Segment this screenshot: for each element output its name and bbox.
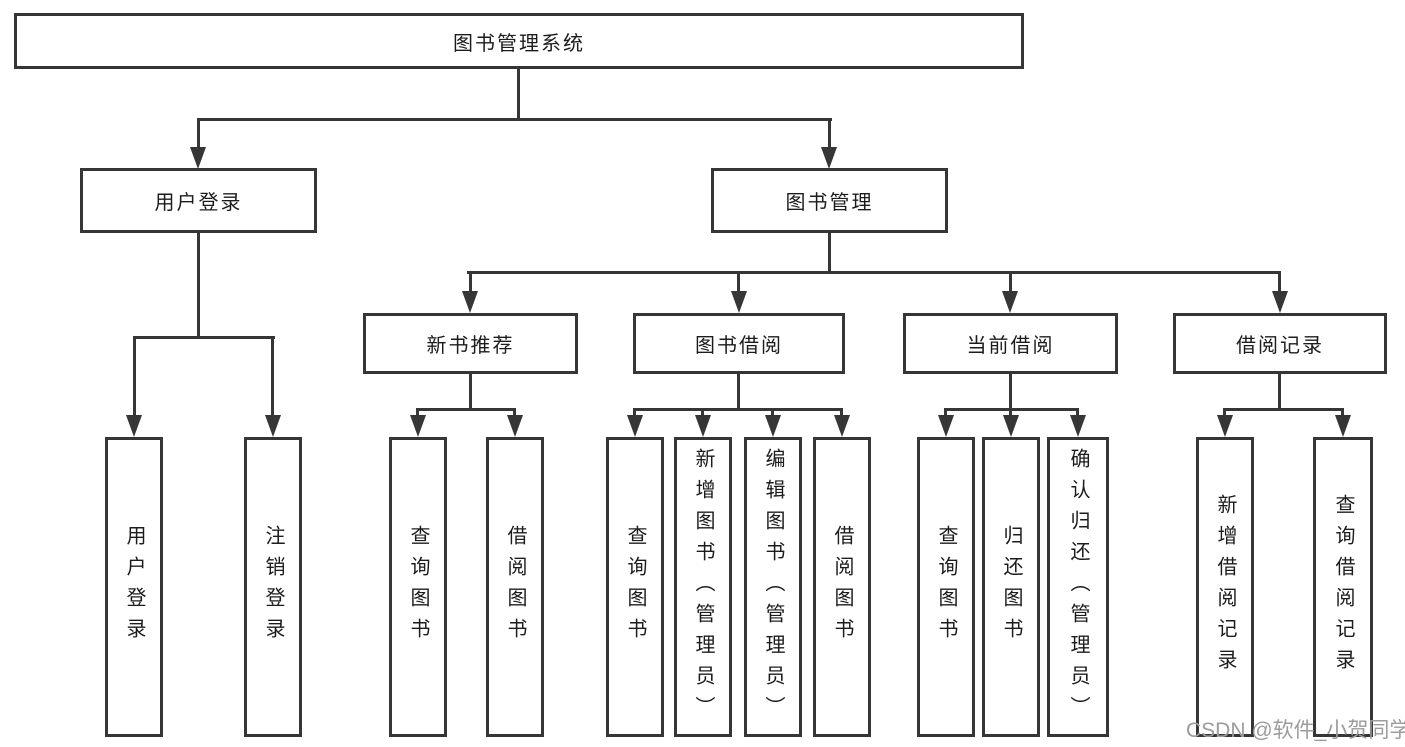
arrowhead-down-icon <box>126 415 142 437</box>
node-label: 用户登录 <box>123 525 145 649</box>
node-label: 借阅图书 <box>831 525 853 649</box>
connector-line <box>944 408 947 418</box>
arrowhead-down-icon <box>1335 415 1351 437</box>
connector-line <box>828 233 831 271</box>
node-label: 编辑图书（管理员） <box>762 447 784 727</box>
node-label: 借阅图书 <box>504 525 526 649</box>
arrowhead-down-icon <box>695 415 711 437</box>
arrowhead-down-icon <box>731 291 747 313</box>
arrowhead-down-icon <box>462 291 478 313</box>
node-label: 注销登录 <box>262 525 284 649</box>
csdn-watermark: CSDN @软件_小贺同学 <box>1186 719 1405 742</box>
connector-line <box>633 408 636 418</box>
arrowhead-down-icon <box>190 147 206 169</box>
arrowhead-down-icon <box>821 147 837 169</box>
connector-line <box>840 408 843 418</box>
connector-line <box>1341 408 1344 418</box>
arrowhead-down-icon <box>507 415 523 437</box>
arrowhead-down-icon <box>410 415 426 437</box>
node-leaf-query-books-current: 查询图书 <box>917 437 975 737</box>
node-label: 新增借阅记录 <box>1214 494 1236 680</box>
node-leaf-add-borrow-record: 新增借阅记录 <box>1196 437 1254 737</box>
arrowhead-down-icon <box>1217 415 1233 437</box>
node-borrowing-records: 借阅记录 <box>1173 313 1387 374</box>
node-label: 图书管理 <box>785 192 874 214</box>
node-label: 查询图书 <box>935 525 957 649</box>
connector-line <box>469 374 472 408</box>
node-label: 借阅记录 <box>1236 335 1324 357</box>
node-label: 图书借阅 <box>695 335 783 357</box>
node-leaf-borrow-books: 借阅图书 <box>813 437 871 737</box>
connector-line <box>633 408 843 411</box>
connector-line <box>1278 374 1281 408</box>
arrowhead-down-icon <box>1003 415 1019 437</box>
node-label: 查询借阅记录 <box>1332 494 1354 680</box>
connector-line <box>513 408 516 418</box>
arrowhead-down-icon <box>1070 415 1086 437</box>
connector-line <box>197 233 200 336</box>
node-leaf-logout: 注销登录 <box>244 437 302 737</box>
connector-line <box>701 408 704 418</box>
arrowhead-down-icon <box>1272 291 1288 313</box>
node-label: 新书推荐 <box>426 335 515 357</box>
arrowhead-down-icon <box>834 415 850 437</box>
arrowhead-down-icon <box>1002 291 1018 313</box>
connector-line <box>416 408 516 411</box>
node-leaf-confirm-return-admin: 确认归还（管理员） <box>1047 437 1109 737</box>
connector-line <box>133 336 136 417</box>
node-library-management-system: 图书管理系统 <box>14 13 1024 69</box>
connector-line <box>1076 408 1079 418</box>
connector-line <box>1009 408 1012 418</box>
arrowhead-down-icon <box>627 415 643 437</box>
node-new-book-recommendation: 新书推荐 <box>363 313 578 374</box>
connector-line <box>1223 408 1226 418</box>
arrowhead-down-icon <box>265 415 281 437</box>
connector-line <box>1009 374 1012 408</box>
node-label: 新增图书（管理员） <box>692 447 714 727</box>
connector-line <box>737 271 740 295</box>
node-label: 查询图书 <box>624 525 646 649</box>
node-label: 确认归还（管理员） <box>1067 447 1089 727</box>
node-book-management: 图书管理 <box>711 168 948 233</box>
node-label: 用户登录 <box>154 192 243 214</box>
connector-line <box>1223 408 1344 411</box>
connector-line <box>1278 271 1281 295</box>
connector-line <box>828 118 831 150</box>
connector-line <box>197 118 832 121</box>
connector-line <box>737 374 740 408</box>
arrowhead-down-icon <box>765 415 781 437</box>
connector-line <box>469 271 472 295</box>
node-label: 归还图书 <box>1000 525 1022 649</box>
node-leaf-query-books-borrow: 查询图书 <box>606 437 664 737</box>
connector-line <box>416 408 419 418</box>
node-user-login: 用户登录 <box>80 168 317 233</box>
node-leaf-edit-books-admin: 编辑图书（管理员） <box>744 437 802 737</box>
node-label: 查询图书 <box>407 525 429 649</box>
connector-line <box>771 408 774 418</box>
node-current-borrowing: 当前借阅 <box>903 313 1118 374</box>
node-leaf-borrow-books-recommend: 借阅图书 <box>486 437 544 737</box>
node-label: 图书管理系统 <box>453 32 585 55</box>
connector-line <box>517 69 520 118</box>
connector-line <box>133 336 275 339</box>
connector-line <box>467 271 1280 274</box>
connector-line <box>1009 271 1012 295</box>
node-book-borrowing: 图书借阅 <box>633 313 845 374</box>
node-leaf-add-books-admin: 新增图书（管理员） <box>674 437 732 737</box>
connector-line <box>197 118 200 150</box>
node-leaf-query-books-recommend: 查询图书 <box>389 437 447 737</box>
node-leaf-query-borrow-record: 查询借阅记录 <box>1313 437 1373 737</box>
node-label: 当前借阅 <box>966 335 1055 357</box>
connector-line <box>271 336 274 417</box>
arrowhead-down-icon <box>938 415 954 437</box>
node-leaf-user-login: 用户登录 <box>105 437 163 737</box>
node-leaf-return-books: 归还图书 <box>982 437 1040 737</box>
